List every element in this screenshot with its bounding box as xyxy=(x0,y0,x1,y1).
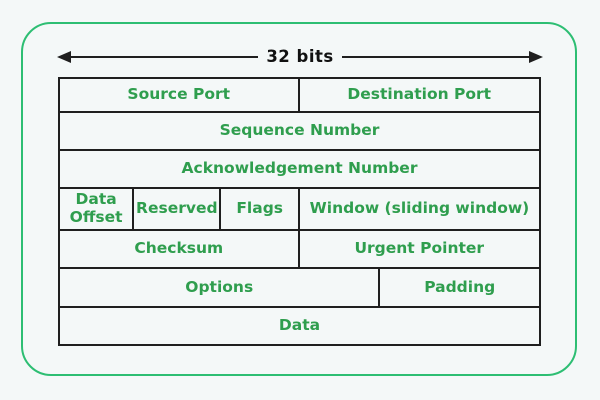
field-cell-flags: Flags xyxy=(221,189,300,229)
table-row: Options Padding xyxy=(60,269,539,308)
table-row: Sequence Number xyxy=(60,113,539,151)
arrow-line-right xyxy=(341,55,530,59)
table-row: Data xyxy=(60,308,539,344)
field-cell-data: Data xyxy=(278,316,321,335)
field-cell-checksum: Checksum xyxy=(60,231,300,267)
arrow-right-head-icon xyxy=(529,51,544,63)
field-cell-urgent-pointer: Urgent Pointer xyxy=(354,239,485,258)
arrow-line-left xyxy=(71,55,259,59)
width-measure-label: 32 bits xyxy=(266,46,334,66)
field-cell-destination-port: Destination Port xyxy=(347,85,492,104)
field-cell-data-offset: Data Offset xyxy=(60,189,135,229)
field-cell-source-port: Source Port xyxy=(60,79,300,111)
table-row: Source Port Destination Port xyxy=(60,79,539,113)
field-cell-padding: Padding xyxy=(424,277,496,296)
table-row: Checksum Urgent Pointer xyxy=(60,231,539,269)
table-row: Acknowledgement Number xyxy=(60,151,539,189)
field-cell-reserved: Reserved xyxy=(134,189,222,229)
field-cell-options: Options xyxy=(60,269,381,306)
width-measure-arrow: 32 bits xyxy=(57,46,544,66)
field-cell-acknowledgement-number: Acknowledgement Number xyxy=(181,159,418,178)
field-cell-window-sliding-window: Window (sliding window) xyxy=(309,199,530,218)
arrow-left-head-icon xyxy=(57,51,71,63)
rounded-border-frame xyxy=(21,22,577,376)
field-cell-sequence-number: Sequence Number xyxy=(219,121,380,140)
